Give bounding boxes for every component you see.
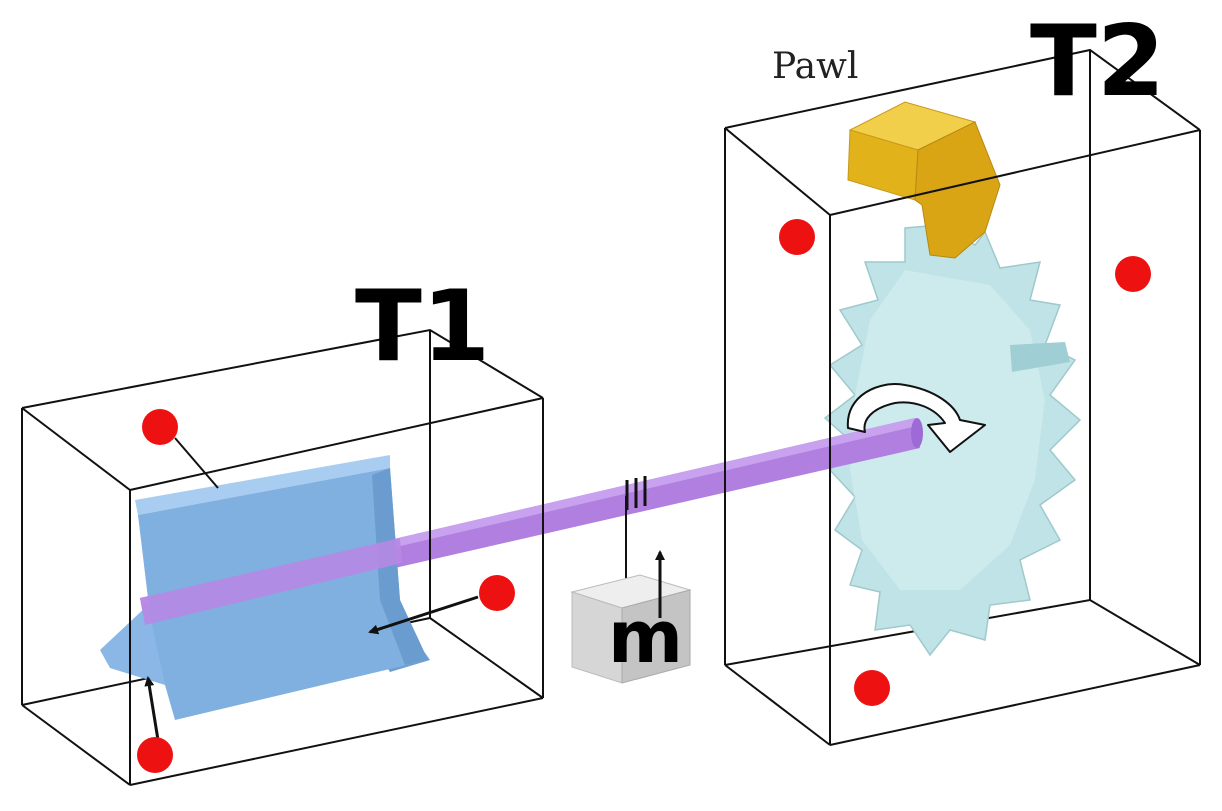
vane [100, 455, 430, 720]
ratchet-tooth-highlight [1010, 342, 1070, 372]
left-arrow-icon [368, 595, 479, 635]
molecule-dot [779, 219, 815, 255]
t2-box-back [724, 48, 1201, 666]
label-t1: T1 [355, 270, 490, 384]
axle-front-segment [140, 538, 402, 625]
vane-shade [372, 468, 428, 665]
molecule-dot [137, 737, 173, 773]
label-mass: m [608, 595, 683, 679]
pawl [847, 101, 1001, 259]
weight-side [621, 589, 691, 684]
molecules [137, 219, 1151, 773]
vane-top-edge [135, 455, 390, 515]
pawl-side-face [914, 121, 1001, 259]
t1-box-front [21, 397, 544, 786]
molecule-dot [479, 575, 515, 611]
curved-arrow-icon [846, 383, 986, 453]
vane-main [138, 468, 428, 720]
label-pawl: Pawl [772, 46, 858, 87]
molecule-dot [142, 409, 178, 445]
molecule-trail [174, 437, 219, 489]
t2-box-front [724, 127, 1201, 746]
molecule-dot [1115, 256, 1151, 292]
axle-end [911, 418, 923, 448]
molecule-dot [854, 670, 890, 706]
molecule-arrow [144, 676, 160, 741]
label-t2: T2 [1030, 5, 1165, 119]
